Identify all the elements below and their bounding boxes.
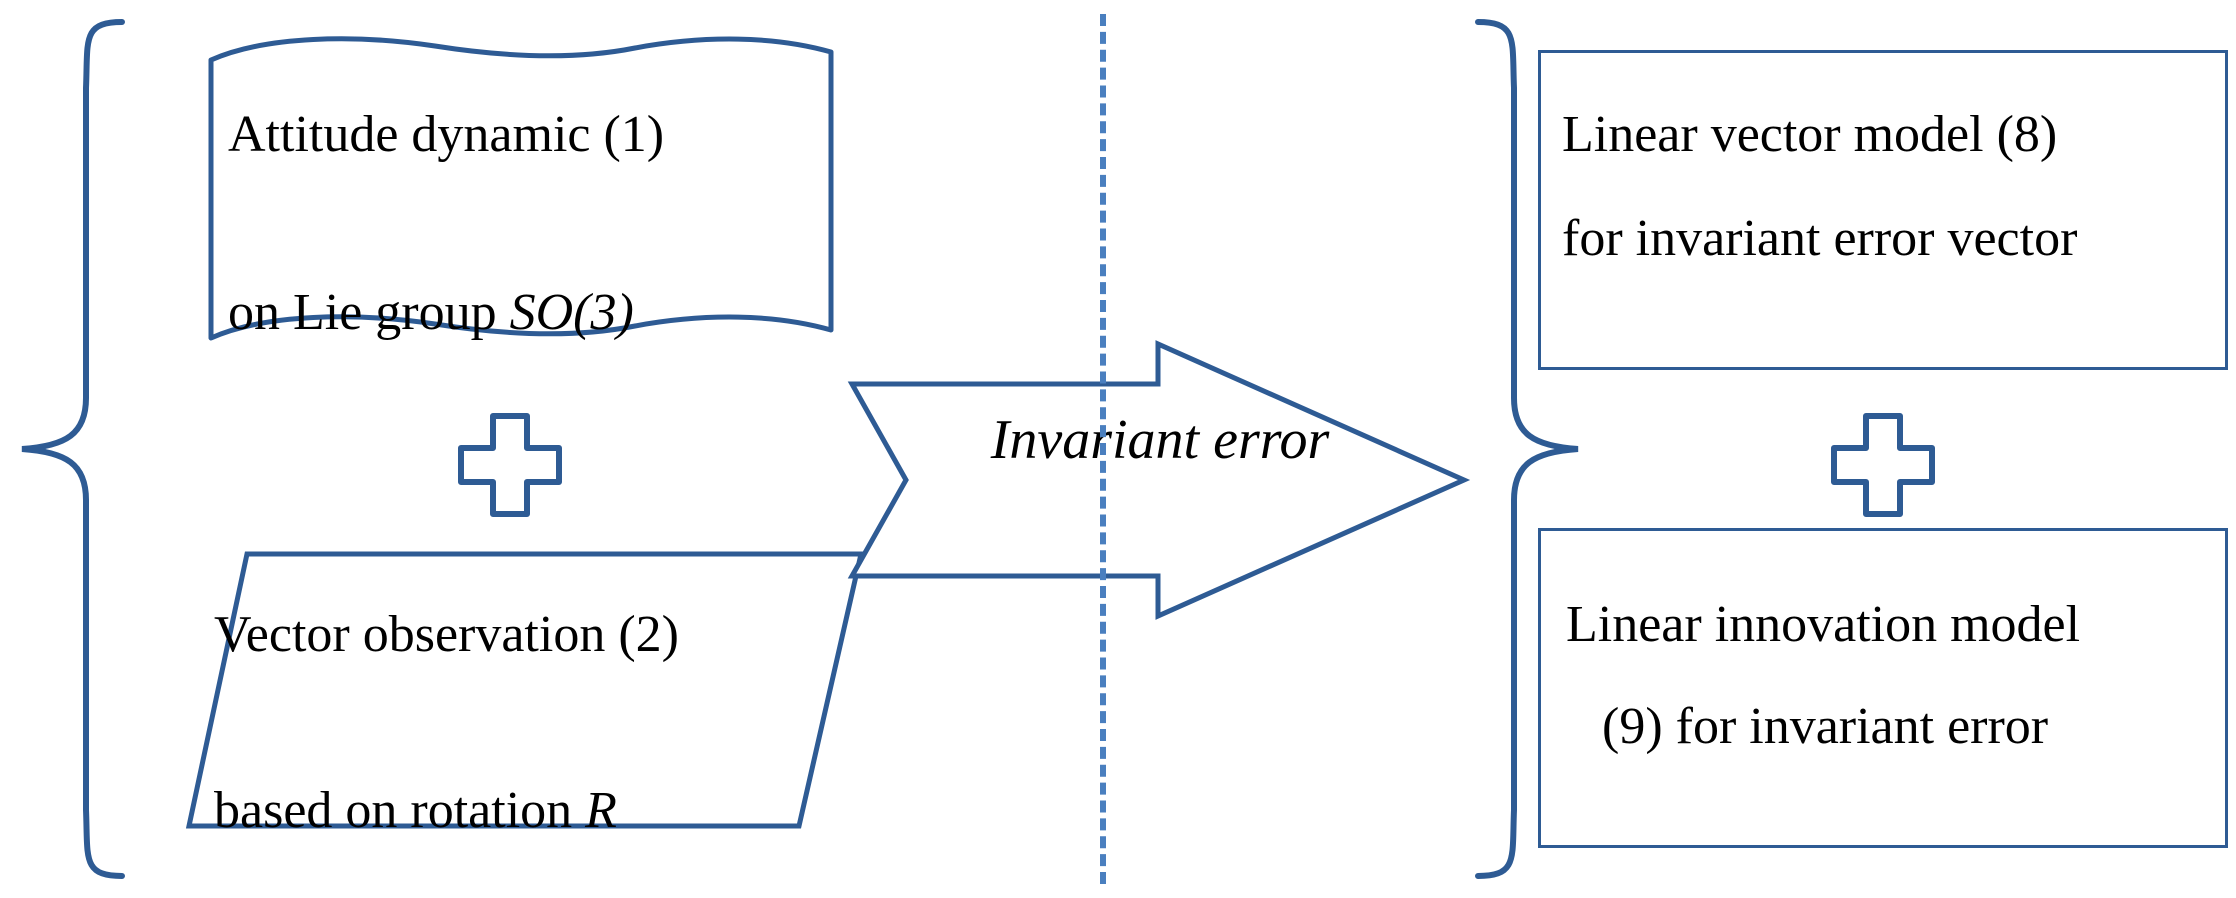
right-plus-icon	[1828, 410, 1938, 520]
linear-vector-model-line1: Linear vector model (8)	[1562, 106, 2058, 163]
linear-vector-model-box	[1538, 50, 2228, 370]
dashed-vertical-divider	[1100, 14, 1106, 884]
vector-observation-line2-prefix: based on rotation	[214, 781, 586, 839]
linear-innovation-model-line1: Linear innovation model	[1566, 596, 2081, 653]
vector-observation-line2-italic: R	[585, 781, 617, 839]
invariant-error-arrow-label: Invariant error	[990, 409, 1330, 471]
attitude-dynamic-line1: Attitude dynamic (1)	[228, 106, 665, 163]
vector-observation-line2: based on rotation R	[214, 700, 854, 848]
vector-observation-line1: Vector observation (2)	[214, 606, 679, 663]
left-plus-icon	[455, 410, 565, 520]
left-curly-brace	[10, 18, 150, 880]
invariant-error-arrow	[847, 340, 1471, 620]
right-curly-brace	[1470, 18, 1590, 880]
vector-observation-parallelogram-shape	[185, 550, 865, 830]
linear-innovation-model-line2: (9) for invariant error	[1602, 698, 2049, 755]
attitude-dynamic-document-shape	[205, 30, 845, 375]
attitude-dynamic-line2-italic: SO(3)	[509, 283, 634, 341]
attitude-dynamic-line2-prefix: on Lie group	[228, 283, 510, 341]
linear-innovation-model-box	[1538, 528, 2228, 848]
attitude-dynamic-line2: on Lie group SO(3)	[228, 202, 828, 350]
linear-vector-model-line2: for invariant error vector	[1562, 210, 2078, 267]
